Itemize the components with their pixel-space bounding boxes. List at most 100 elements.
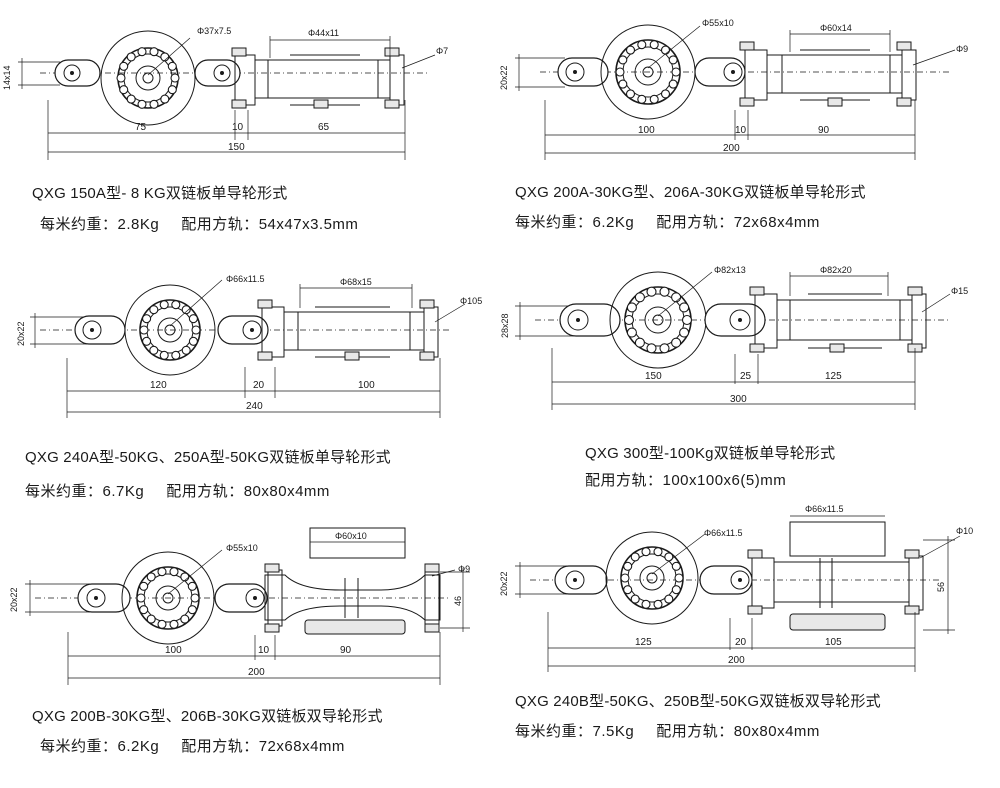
caption-model: QXG 200B-30KG型、206B-30KG双链板双导轮形式 (32, 708, 383, 725)
dim-total: 150 (228, 142, 245, 153)
bearing-roller (668, 79, 678, 89)
bearing-roller (623, 585, 633, 595)
dim-b: 10 (258, 645, 270, 656)
dim-b: 25 (740, 371, 752, 382)
dim-c: 90 (340, 645, 352, 656)
caption-weight: 每米约重：6.2Kg (515, 214, 635, 231)
bearing-roller (641, 599, 651, 609)
dim-guide: Φ60x10 (335, 531, 367, 541)
dim-side: 46 (453, 596, 463, 606)
dim-b: 20 (735, 637, 747, 648)
bearing-roller (136, 593, 146, 603)
dim-pin: 28x28 (500, 313, 510, 338)
dim-roller: Φ66x11.5 (226, 274, 265, 284)
bearing-roller (641, 547, 651, 557)
bearing-roller (169, 567, 179, 577)
bearing-roller (615, 67, 625, 77)
bearing-roller (139, 605, 149, 615)
bearing-roller (630, 594, 640, 604)
dim-a: 120 (150, 380, 167, 391)
dim-roller: Φ55x10 (226, 543, 258, 553)
dim-pin: 20x22 (499, 65, 509, 90)
bearing-roller (157, 567, 167, 577)
dim-total: 200 (248, 667, 265, 678)
dim-pin: 14x14 (2, 65, 12, 90)
dim-a: 125 (635, 637, 652, 648)
bearing-roller (625, 45, 636, 55)
dim-a: 100 (638, 125, 655, 136)
chain-drawing-150a: 14x14 Φ37x7.5 Φ44x11 Φ7 75 10 65 150 (2, 26, 448, 160)
bearing-roller (190, 593, 200, 603)
dim-a: 100 (165, 645, 182, 656)
bearing-roller (157, 619, 167, 629)
caption-specs: 每米约重：6.7Kg 配用方轨：80x80x4mm (25, 480, 330, 501)
dim-total: 240 (246, 401, 263, 412)
caption-rail: 配用方轨：72x68x4mm (656, 214, 820, 231)
bearing-roller (149, 305, 159, 315)
bearing-roller (180, 572, 190, 582)
bearing-roller (181, 305, 191, 315)
bearing-roller (180, 614, 190, 624)
bearing-roller (668, 55, 678, 65)
bearing-roller (659, 286, 670, 297)
chain-drawing-200b: 20x22 Φ55x10 Φ60x10 Φ9 46 100 10 90 200 (9, 527, 470, 685)
caption-specs: 每米约重：6.2Kg 配用方轨：72x68x4mm (515, 211, 820, 232)
bearing-roller (623, 314, 635, 326)
bearing-roller (146, 614, 156, 624)
dim-a: 75 (135, 122, 147, 133)
bearing-roller (634, 337, 645, 348)
bearing-roller (137, 47, 147, 57)
bearing-roller (119, 61, 129, 71)
bearing-roller (660, 45, 671, 55)
bearing-roller (149, 47, 159, 57)
dim-hole: Φ10 (956, 526, 973, 536)
bearing-roller (142, 336, 152, 346)
caption-weight: 每米约重：6.7Kg (25, 483, 145, 500)
bearing-roller (664, 552, 674, 562)
bearing-roller (649, 40, 659, 50)
bearing-roller (149, 99, 159, 109)
bearing-roller (671, 585, 681, 595)
chain-drawing-200a: 20x22 Φ55x10 Φ60x14 Φ9 100 10 90 200 (499, 18, 968, 160)
dim-hole: Φ105 (460, 296, 482, 306)
caption-rail: 配用方轨：80x80x4mm (166, 483, 330, 500)
bearing-roller (188, 336, 198, 346)
bearing-roller (649, 94, 659, 104)
dim-hole: Φ9 (956, 44, 968, 54)
bearing-roller (671, 292, 682, 303)
dim-roller: Φ55x10 (702, 18, 734, 28)
bearing-roller (623, 561, 633, 571)
bearing-roller (187, 581, 197, 591)
bearing-roller (671, 337, 682, 348)
bearing-roller (671, 561, 681, 571)
bearing-roller (146, 572, 156, 582)
bearing-roller (679, 302, 690, 313)
bearing-roller (191, 325, 201, 335)
dim-hole: Φ9 (458, 564, 470, 574)
bearing-roller (159, 300, 169, 310)
bearing-roller (137, 99, 147, 109)
dim-roller: Φ82x13 (714, 265, 746, 275)
bearing-roller (653, 599, 663, 609)
caption-rail: 配用方轨：54x47x3.5mm (181, 216, 359, 233)
bearing-roller (653, 547, 663, 557)
bearing-roller (625, 89, 636, 99)
bearing-roller (170, 73, 180, 83)
bearing-roller (618, 55, 628, 65)
bearing-roller (187, 605, 197, 615)
bearing-roller (167, 61, 177, 71)
bearing-roller (119, 85, 129, 95)
dim-guide: Φ82x20 (820, 265, 852, 275)
caption-weight: 每米约重：7.5Kg (515, 723, 635, 740)
bearing-roller (646, 286, 657, 297)
bearing-roller (139, 581, 149, 591)
bearing-roller (171, 350, 181, 360)
chain-drawing-240a: 20x22 Φ66x11.5 Φ68x15 Φ105 120 20 100 24… (16, 274, 482, 418)
bearing-roller (660, 89, 671, 99)
caption-rail: 配用方轨：100x100x6(5)mm (585, 472, 787, 489)
bearing-roller (167, 85, 177, 95)
bearing-roller (674, 573, 684, 583)
bearing-roller (126, 94, 136, 104)
dim-total: 200 (723, 143, 740, 154)
